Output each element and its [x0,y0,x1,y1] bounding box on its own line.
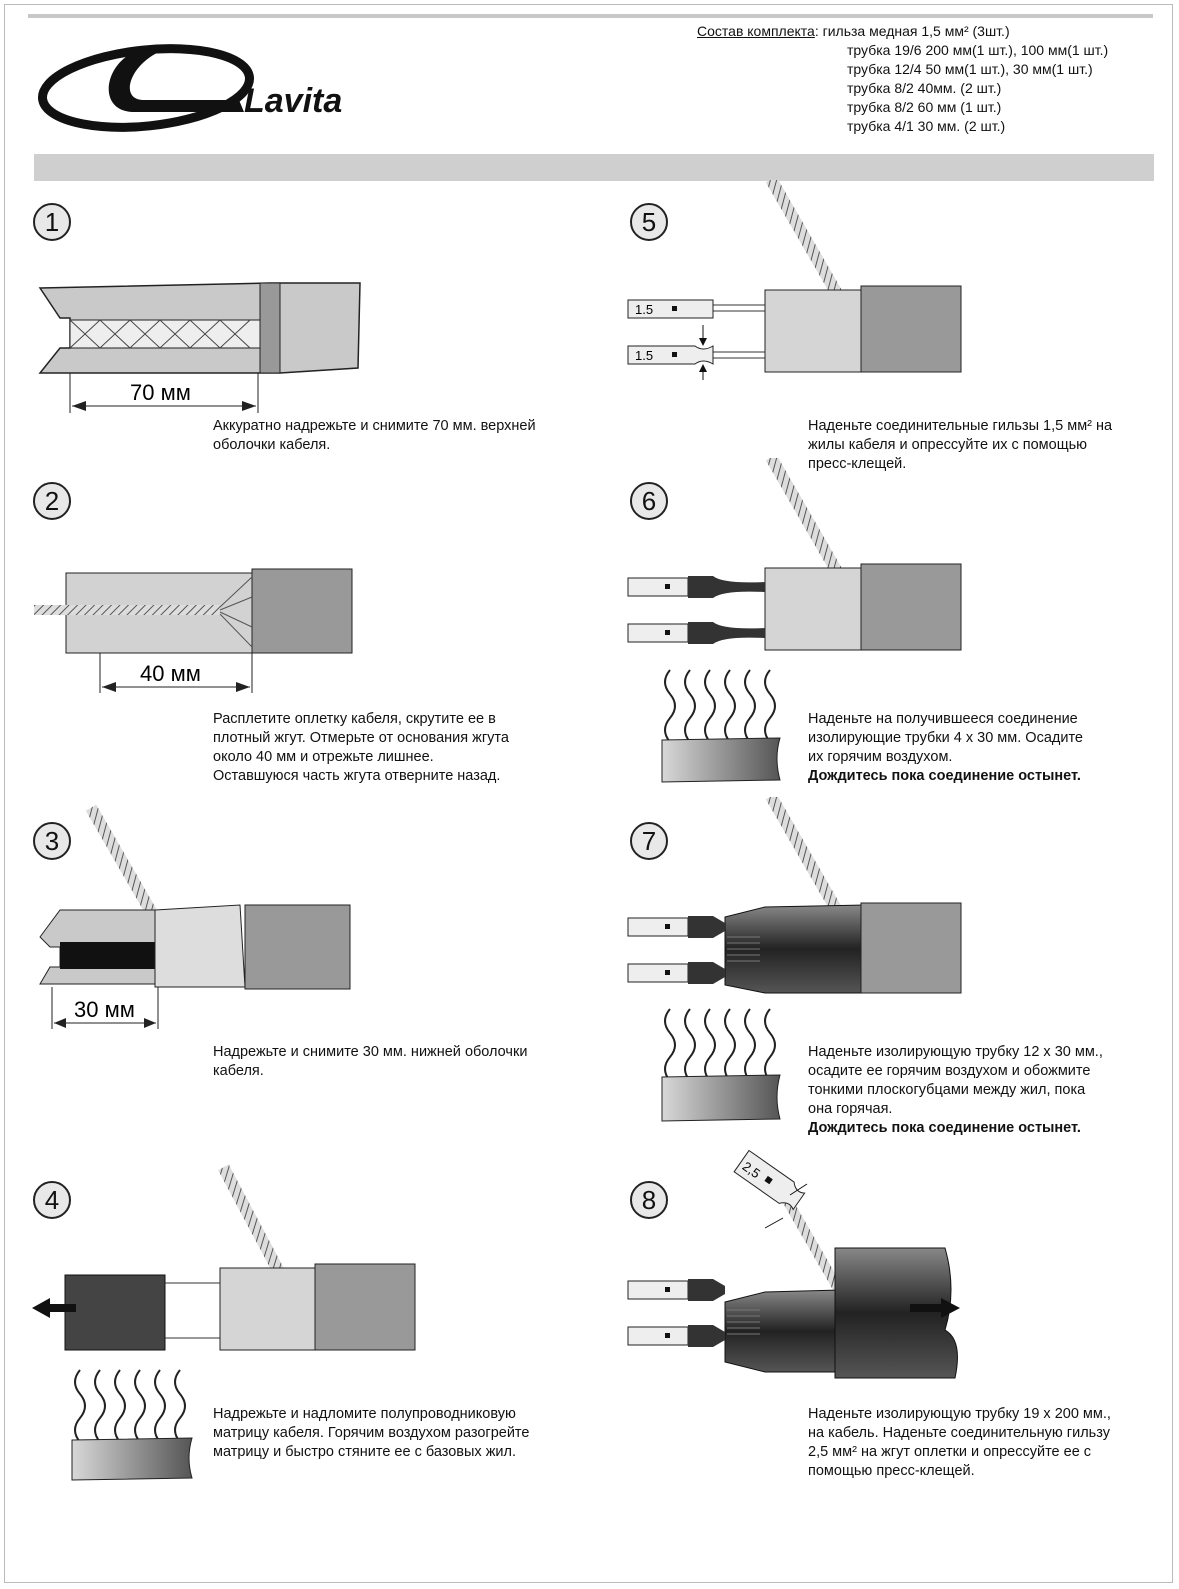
step-7-text: Наденьте изолирующую трубку 12 х 30 мм.,… [808,1043,1103,1138]
text-line: Расплетите оплетку кабеля, скрутите ее в [213,711,496,727]
step-3-text: Надрежьте и снимите 30 мм. нижней оболоч… [213,1043,527,1081]
text-line: на кабель. Наденьте соединительную гильз… [808,1425,1110,1441]
step-number-6: 6 [630,482,668,520]
hot-air-icon [74,1369,186,1443]
step-1-illustration: 70 мм [38,282,361,413]
step-5-illustration: 1.5 1.5 [627,180,962,380]
heat-gun-icon [661,737,781,783]
kit-item: гильза медная 1,5 мм² (3шт.) [822,23,1010,39]
text-line: Оставшуюся часть жгута отверните назад. [213,768,501,784]
text-line: она горячая. [808,1101,893,1117]
text-line: осадите ее горячим воздухом и обожмите [808,1063,1091,1079]
step-8-illustration: 2,5 [627,1149,960,1379]
text-line: Наденьте на получившееся соединение [808,711,1078,727]
kit-item: трубка 12/4 50 мм(1 шт.), 30 мм(1 шт.) [847,61,1093,77]
heat-gun-icon [71,1437,193,1481]
kit-item: трубка 8/2 40мм. (2 шт.) [847,80,1002,96]
step-2-illustration: 40 мм [34,568,353,693]
step-6-text: Наденьте на получившееся соединение изол… [808,710,1083,786]
step-number-5: 5 [630,203,668,241]
step-number-8: 8 [630,1181,668,1219]
step-4-text: Надрежьте и надломите полупроводниковую … [213,1405,529,1462]
arrow-left-icon [32,1298,76,1318]
sleeve-label: 1.5 [635,302,653,317]
text-line: Надрежьте и снимите 30 мм. нижней оболоч… [213,1044,528,1060]
step-number-7: 7 [630,822,668,860]
arrow-right-icon [910,1298,960,1318]
text-line: изолирующие трубки 4 х 30 мм. Осадите [808,730,1083,746]
step-number-1: 1 [33,203,71,241]
kit-title: Состав комплекта [697,23,815,39]
text-line: 2,5 мм² на жгут оплетки и опрессуйте ее … [808,1444,1092,1460]
step-5-text: Наденьте соединительные гильзы 1,5 мм² н… [808,417,1112,474]
dimension-label: 70 мм [130,380,191,405]
hot-air-icon [664,1008,776,1082]
hot-air-icon [664,669,776,743]
logo-text: Lavita [244,82,342,120]
text-line: около 40 мм и отрежьте лишнее. [213,749,434,765]
step-7-illustration [627,797,962,1122]
section-bar [34,154,1154,181]
dimension-label: 40 мм [140,661,201,686]
lavita-logo: Lavita [37,44,342,132]
text-line: тонкими плоскогубцами между жил, пока [808,1082,1086,1098]
text-line: матрицу кабеля. Горячим воздухом разогре… [213,1425,530,1441]
kit-item: трубка 8/2 60 мм (1 шт.) [847,99,1002,115]
kit-contents: Состав комплекта: гильза медная 1,5 мм² … [697,23,1109,134]
page-frame [4,4,1173,1583]
step-number-2: 2 [33,482,71,520]
step-number-4: 4 [33,1181,71,1219]
kit-item: трубка 4/1 30 мм. (2 шт.) [847,118,1006,134]
warning-line: Дождитесь пока соединение остынет. [808,1120,1081,1136]
kit-item: трубка 19/6 200 мм(1 шт.), 100 мм(1 шт.) [847,42,1109,58]
step-number-3: 3 [33,822,71,860]
text-line: Аккуратно надрежьте и снимите 70 мм. вер… [213,418,536,434]
text-line: Наденьте соединительные гильзы 1,5 мм² н… [808,418,1113,434]
step-1-text: Аккуратно надрежьте и снимите 70 мм. вер… [213,417,536,455]
text-line: Наденьте изолирующую трубку 12 х 30 мм., [808,1044,1103,1060]
warning-line: Дождитесь пока соединение остынет. [808,768,1081,784]
text-line: жилы кабеля и опрессуйте их с помощью [808,437,1088,453]
step-4-illustration [32,1164,416,1481]
text-line: плотный жгут. Отмерьте от основания жгут… [213,730,509,746]
text-line: Надрежьте и надломите полупроводниковую [213,1406,516,1422]
dimension-label: 30 мм [74,997,135,1022]
sleeve-label: 1.5 [635,348,653,363]
text-line: Наденьте изолирующую трубку 19 х 200 мм.… [808,1406,1111,1422]
text-line: матрицу и быстро стяните ее с базовых жи… [213,1444,516,1460]
step-6-illustration [627,458,962,783]
step-8-text: Наденьте изолирующую трубку 19 х 200 мм.… [808,1405,1111,1481]
text-line: оболочки кабеля. [213,437,331,453]
text-line: кабеля. [213,1063,264,1079]
step-2-text: Расплетите оплетку кабеля, скрутите ее в… [213,710,509,786]
top-rule [28,14,1153,18]
step-3-illustration: 30 мм [39,804,351,1029]
heat-gun-icon [661,1074,781,1122]
text-line: пресс-клещей. [808,456,907,472]
text-line: их горячим воздухом. [808,749,953,765]
text-line: помощью пресс-клещей. [808,1463,975,1479]
